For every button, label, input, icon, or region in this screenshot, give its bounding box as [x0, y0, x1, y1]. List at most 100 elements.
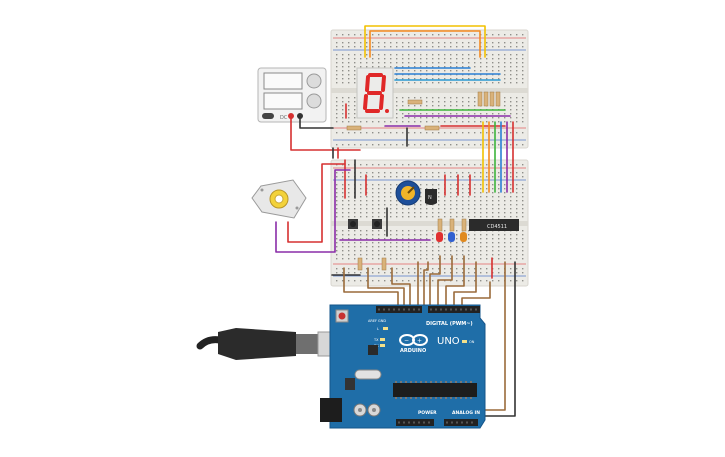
header-pin[interactable] — [455, 381, 457, 383]
dc-power-supply[interactable]: DC — [257, 67, 327, 123]
resistor[interactable] — [346, 125, 362, 131]
dc-motor[interactable] — [251, 179, 307, 219]
header-pin[interactable] — [430, 308, 432, 311]
header-pin[interactable] — [413, 308, 415, 311]
header-pin[interactable] — [410, 381, 412, 383]
header-pin[interactable] — [455, 308, 457, 311]
header-pin[interactable] — [388, 308, 390, 311]
header-pin[interactable] — [465, 381, 467, 383]
header-pin[interactable] — [445, 397, 447, 399]
header-pin[interactable] — [415, 381, 417, 383]
header-pin[interactable] — [445, 381, 447, 383]
wire-brown[interactable] — [484, 261, 506, 411]
header-pin[interactable] — [405, 397, 407, 399]
usb-cable[interactable] — [196, 328, 341, 360]
header-pin[interactable] — [435, 308, 437, 311]
wire-purple[interactable] — [275, 169, 351, 253]
resistor[interactable] — [449, 218, 455, 232]
header-pin[interactable] — [451, 421, 453, 424]
header-pin[interactable] — [408, 421, 410, 424]
wire-yellow[interactable] — [364, 25, 486, 58]
breadboard-bottom[interactable] — [330, 159, 529, 287]
header-pin[interactable] — [398, 421, 400, 424]
wire-brown[interactable] — [453, 261, 477, 308]
push-button-2[interactable] — [372, 219, 382, 229]
header-pin[interactable] — [395, 397, 397, 399]
header-pin[interactable] — [456, 421, 458, 424]
resistor[interactable] — [477, 91, 483, 107]
header-pin[interactable] — [445, 308, 447, 311]
wire-red[interactable] — [290, 115, 361, 151]
header-pin[interactable] — [465, 397, 467, 399]
header-pin[interactable] — [428, 421, 430, 424]
header-pin[interactable] — [440, 381, 442, 383]
wire-orange[interactable] — [369, 30, 481, 58]
wire-brown[interactable] — [445, 255, 465, 308]
header-pin[interactable] — [435, 397, 437, 399]
header-pin[interactable] — [418, 421, 420, 424]
header-pin[interactable] — [440, 397, 442, 399]
wire-black[interactable] — [299, 115, 334, 129]
header-pin[interactable] — [475, 308, 477, 311]
header-pin[interactable] — [410, 397, 412, 399]
header-pin[interactable] — [420, 397, 422, 399]
wire-brown[interactable] — [367, 267, 405, 308]
resistor[interactable] — [483, 91, 489, 107]
led-orange[interactable] — [460, 232, 467, 242]
header-pin[interactable] — [465, 308, 467, 311]
push-button-1[interactable] — [348, 219, 358, 229]
header-pin[interactable] — [455, 397, 457, 399]
header-pin[interactable] — [425, 397, 427, 399]
header-pin[interactable] — [430, 397, 432, 399]
led-red[interactable] — [436, 232, 443, 242]
header-pin[interactable] — [430, 381, 432, 383]
potentiometer[interactable] — [395, 180, 421, 206]
header-pin[interactable] — [400, 397, 402, 399]
header-pin[interactable] — [400, 381, 402, 383]
cd4511-ic[interactable]: CD4511 — [469, 219, 519, 231]
resistor[interactable] — [424, 125, 440, 131]
header-pin[interactable] — [466, 421, 468, 424]
header-pin[interactable] — [461, 421, 463, 424]
wire-brown[interactable] — [423, 261, 429, 308]
header-pin[interactable] — [460, 381, 462, 383]
wire-brown[interactable] — [343, 267, 399, 308]
header-pin[interactable] — [408, 308, 410, 311]
led-blue[interactable] — [448, 232, 455, 242]
header-pin[interactable] — [398, 308, 400, 311]
wire-brown[interactable] — [391, 267, 411, 308]
header-pin[interactable] — [405, 381, 407, 383]
arduino-uno[interactable]: AREF GND DIGITAL (PWM~) − + ARDUINO UNO … — [320, 304, 486, 429]
resistor[interactable] — [461, 218, 467, 232]
header-pin[interactable] — [470, 381, 472, 383]
header-pin[interactable] — [460, 397, 462, 399]
header-pin[interactable] — [415, 397, 417, 399]
header-pin[interactable] — [395, 381, 397, 383]
header-pin[interactable] — [418, 308, 420, 311]
header-pin[interactable] — [440, 308, 442, 311]
header-pin[interactable] — [435, 381, 437, 383]
resistor[interactable] — [495, 91, 501, 107]
header-pin[interactable] — [425, 381, 427, 383]
resistor[interactable] — [381, 257, 387, 271]
resistor[interactable] — [357, 257, 363, 271]
header-pin[interactable] — [420, 381, 422, 383]
header-pin[interactable] — [450, 381, 452, 383]
header-pin[interactable] — [470, 308, 472, 311]
header-pin[interactable] — [446, 421, 448, 424]
seven-segment-display[interactable] — [356, 67, 394, 119]
wire-black[interactable] — [484, 261, 516, 417]
header-pin[interactable] — [393, 308, 395, 311]
header-pin[interactable] — [460, 308, 462, 311]
wire-brown[interactable] — [429, 255, 441, 308]
header-pin[interactable] — [378, 308, 380, 311]
resistor[interactable] — [407, 99, 423, 105]
header-pin[interactable] — [450, 397, 452, 399]
header-pin[interactable] — [403, 421, 405, 424]
wire-brown[interactable] — [437, 255, 453, 308]
resistor[interactable] — [489, 91, 495, 107]
header-pin[interactable] — [471, 421, 473, 424]
wire-red[interactable] — [287, 163, 346, 243]
transistor[interactable]: N — [425, 189, 437, 205]
resistor[interactable] — [437, 218, 443, 232]
